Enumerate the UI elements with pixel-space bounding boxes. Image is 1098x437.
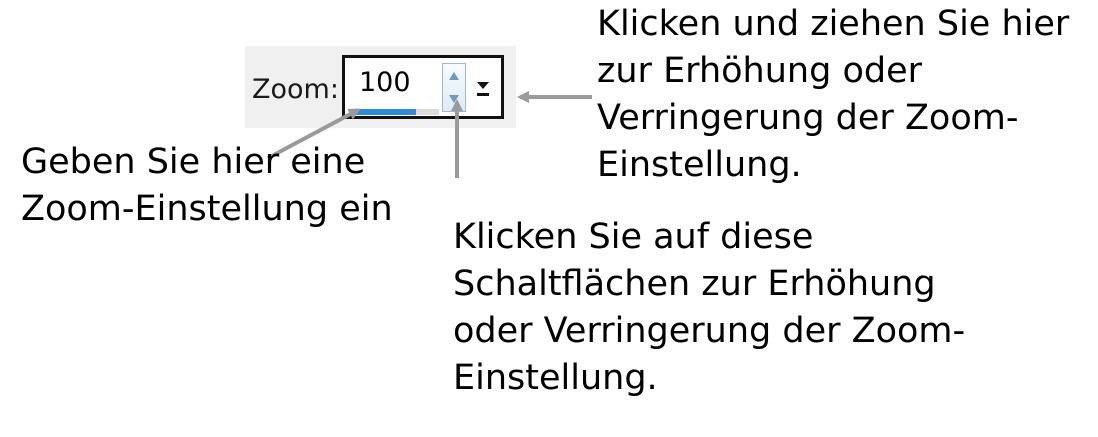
callout-line: Einstellung. <box>453 358 658 398</box>
callout-line: Verringerung der Zoom- <box>597 98 1019 138</box>
callout-line: zur Erhöhung oder <box>597 51 922 91</box>
zoom-label: Zoom: <box>252 74 339 105</box>
triangle-up-icon <box>449 72 459 80</box>
callout-line: Zoom-Einstellung ein <box>21 189 393 229</box>
dropdown-arrow-icon <box>477 82 489 96</box>
zoom-drag-bar[interactable] <box>349 109 439 115</box>
callout-line: Schaltflächen zur Erhöhung <box>453 264 936 304</box>
callout-drag-text: Klicken und ziehen Sie hier zur Erhöhung… <box>597 1 1069 189</box>
callout-line: Geben Sie hier eine <box>21 142 366 182</box>
callout-line: Klicken und ziehen Sie hier <box>597 4 1070 44</box>
callout-spin-text: Klicken Sie auf diese Schaltflächen zur … <box>453 214 965 402</box>
input-callout-arrow <box>267 108 361 160</box>
zoom-input[interactable] <box>349 62 435 102</box>
zoom-drag-bar-fill <box>349 109 416 115</box>
callout-line: Klicken Sie auf diese <box>453 217 814 257</box>
zoom-control <box>342 55 504 119</box>
callout-input-text: Geben Sie hier eine Zoom-Einstellung ein <box>21 139 393 233</box>
callout-line: Einstellung. <box>597 145 802 185</box>
callout-line: oder Verringerung der Zoom- <box>453 311 966 351</box>
zoom-increase-button[interactable] <box>443 64 465 87</box>
zoom-dropdown-button[interactable] <box>472 67 494 107</box>
